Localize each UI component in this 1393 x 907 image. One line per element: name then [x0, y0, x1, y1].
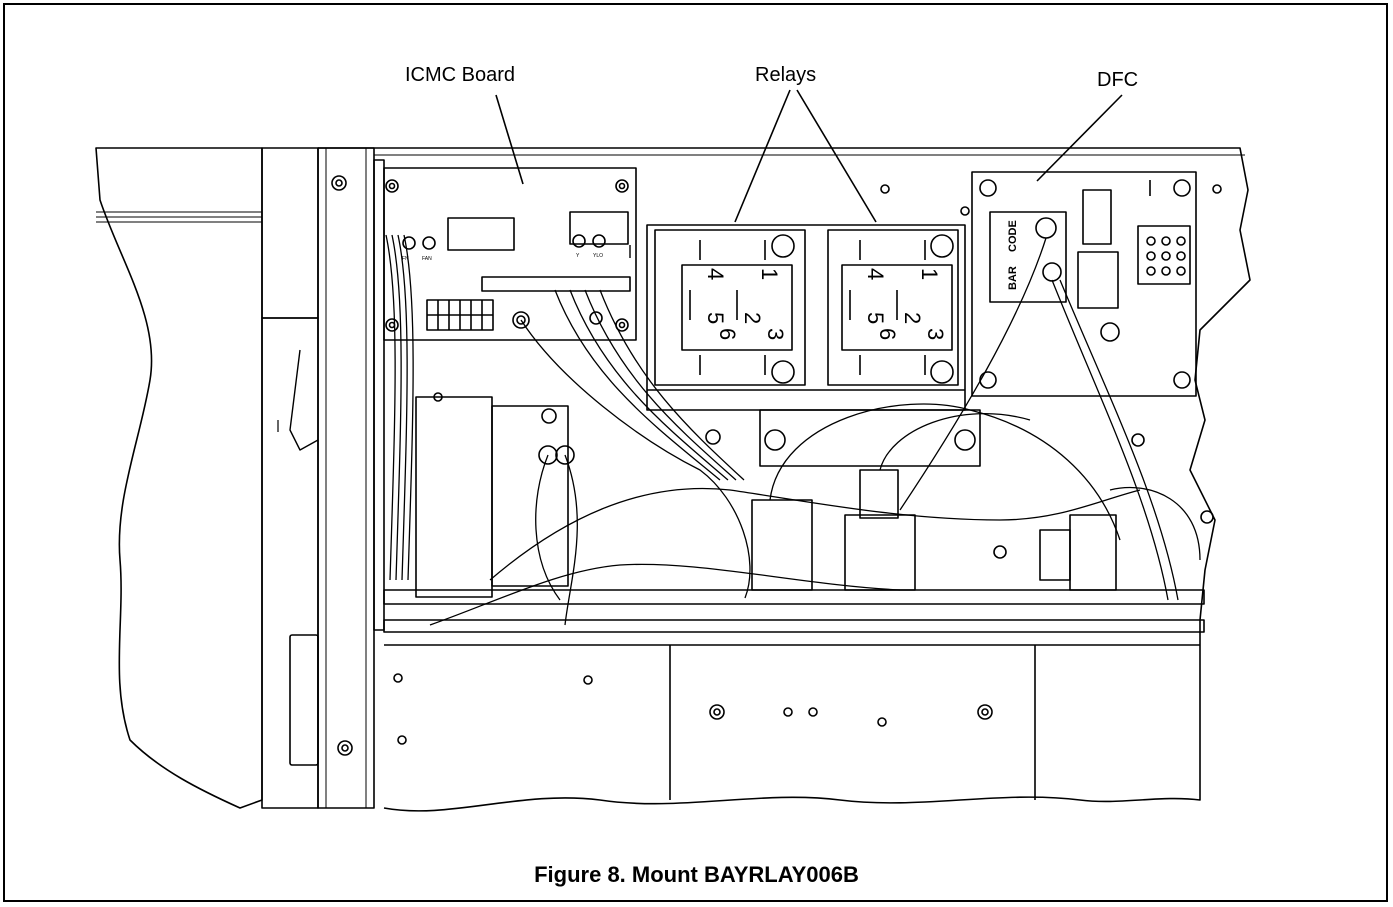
dfc-connector [1137, 225, 1191, 285]
icmc-fn-label: FN [402, 256, 409, 262]
callout-relays: Relays [755, 64, 817, 86]
panel-mounting-holes [393, 184, 1222, 745]
relay-left-term-5: 5 [703, 312, 728, 324]
icmc-ylo-label: YLO [593, 253, 603, 259]
relays-leader-left [734, 89, 791, 223]
left-panel-column [261, 147, 319, 319]
figure-frame [3, 3, 1388, 902]
icmc-board [383, 167, 637, 341]
relay-right-term-1: 1 [917, 268, 942, 280]
icmc-leader [495, 94, 524, 185]
relay-left-term-2: 2 [740, 312, 765, 324]
floor-rail [383, 589, 1205, 605]
wire-harness [385, 234, 1201, 626]
relay-left-term-6: 6 [715, 328, 740, 340]
main-panel-top [318, 147, 1251, 650]
relay-left-term-4: 4 [703, 268, 728, 280]
relay-left-term-1: 1 [757, 268, 782, 280]
relay-right [827, 229, 959, 386]
cabinet-outline [95, 147, 263, 809]
figure-caption: Figure 8. Mount BAYRLAY006B [534, 862, 859, 887]
icmc-fan-label: FAN [422, 256, 432, 262]
main-panel-bottom [383, 650, 1201, 812]
dfc-leader [1036, 94, 1123, 182]
icmc-y-label: Y [576, 253, 580, 259]
relay-right-term-3: 3 [923, 328, 948, 340]
dfc-bar-label: BAR [1007, 266, 1019, 290]
relay-right-term-6: 6 [875, 328, 900, 340]
callout-icmc-board: ICMC Board [405, 64, 516, 86]
relay-right-term-4: 4 [863, 268, 888, 280]
relay-left [654, 229, 806, 386]
transformer [415, 396, 493, 598]
relay-right-term-5: 5 [863, 312, 888, 324]
dfc-board [971, 171, 1197, 397]
relay-left-term-3: 3 [763, 328, 788, 340]
callout-dfc: DFC [1097, 69, 1139, 91]
dfc-code-label: CODE [1007, 220, 1019, 252]
relay-right-term-2: 2 [900, 312, 925, 324]
icmc-terminal-block [426, 299, 494, 331]
relays-leader-right [796, 89, 877, 223]
